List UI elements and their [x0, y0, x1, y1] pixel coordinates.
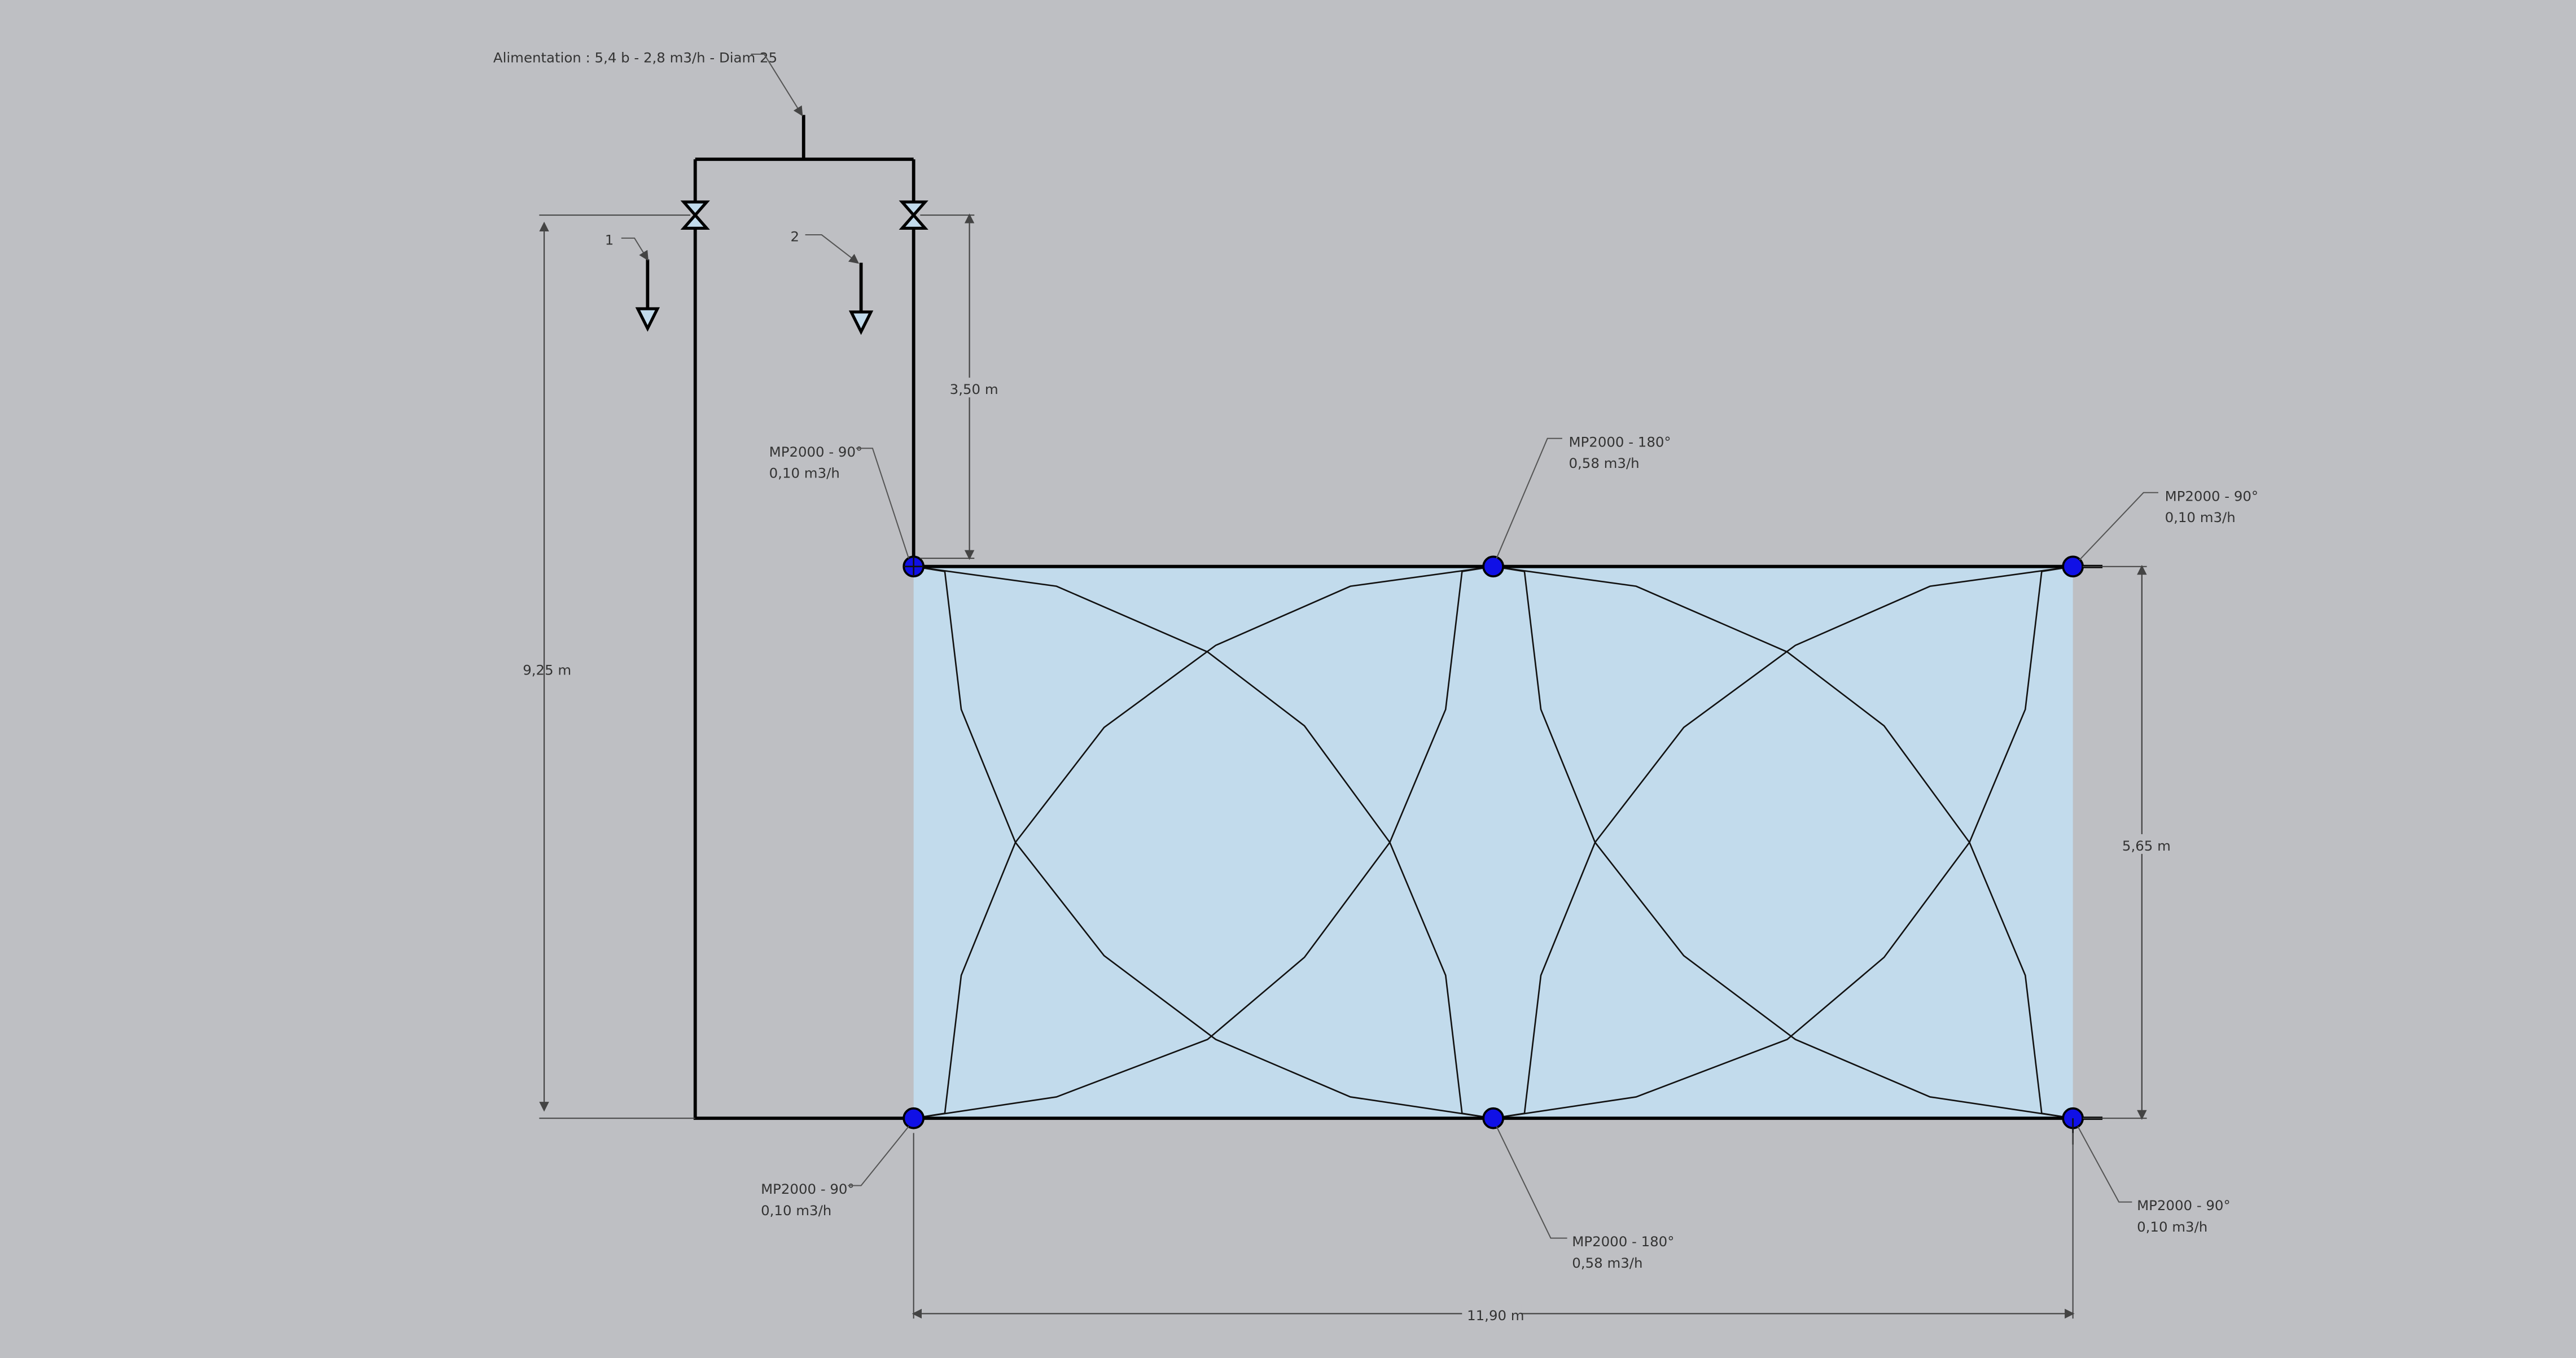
svg-text:MP2000 - 180°: MP2000 - 180° [1572, 1233, 1674, 1250]
svg-text:MP2000 - 90°: MP2000 - 90° [2165, 488, 2259, 504]
svg-text:11,90 m: 11,90 m [1467, 1307, 1524, 1324]
svg-text:0,10 m3/h: 0,10 m3/h [2165, 509, 2236, 525]
valve-icon[interactable] [680, 200, 710, 230]
svg-text:0,10 m3/h: 0,10 m3/h [769, 465, 840, 481]
svg-text:MP2000 - 90°: MP2000 - 90° [761, 1181, 855, 1197]
sprinkler-label-bottom-left: MP2000 - 90° 0,10 m3/h [761, 1126, 909, 1219]
sprinkler-head[interactable] [903, 1107, 925, 1129]
svg-text:MP2000 - 90°: MP2000 - 90° [769, 444, 863, 460]
sprinkler-label-top-middle: MP2000 - 180° 0,58 m3/h [1496, 433, 1671, 559]
svg-text:0,58 m3/h: 0,58 m3/h [1569, 455, 1639, 471]
dimension-pipe-drop: 3,50 m [920, 213, 998, 560]
irrigated-zone [913, 566, 2073, 1119]
svg-text:0,58 m3/h: 0,58 m3/h [1572, 1255, 1642, 1271]
sprinkler-label-top-left: MP2000 - 90° 0,10 m3/h [769, 444, 909, 559]
dimension-total-height: 9,25 m [523, 214, 695, 1119]
dimension-zone-width: 11,90 m [912, 1133, 2075, 1324]
sprinkler-head[interactable] [1482, 555, 1505, 578]
svg-text:9,25 m: 9,25 m [523, 662, 571, 678]
sprinkler-head[interactable] [1482, 1107, 1505, 1129]
sprinkler-label-bottom-middle: MP2000 - 180° 0,58 m3/h [1496, 1126, 1674, 1271]
sprinkler-head[interactable] [903, 555, 925, 578]
sprinkler-label-bottom-right: MP2000 - 90° 0,10 m3/h [2077, 1126, 2231, 1235]
drain-label-1: 1 [605, 231, 614, 248]
svg-text:5,65 m: 5,65 m [2122, 838, 2171, 854]
svg-text:3,50 m: 3,50 m [950, 381, 998, 397]
valve-icon[interactable] [899, 200, 928, 230]
svg-text:0,10 m3/h: 0,10 m3/h [761, 1202, 831, 1219]
drain-label-2: 2 [790, 229, 799, 245]
svg-text:0,10 m3/h: 0,10 m3/h [2137, 1219, 2207, 1235]
supply-label: Alimentation : 5,4 b - 2,8 m3/h - Diam 2… [493, 50, 777, 66]
drain-icon [635, 307, 660, 332]
drain-icon [848, 310, 874, 335]
svg-text:MP2000 - 90°: MP2000 - 90° [2137, 1197, 2231, 1214]
svg-text:MP2000 - 180°: MP2000 - 180° [1569, 433, 1671, 450]
dimension-zone-height: 5,65 m [2083, 564, 2171, 1120]
sprinkler-label-top-right: MP2000 - 90° 0,10 m3/h [2079, 488, 2258, 560]
